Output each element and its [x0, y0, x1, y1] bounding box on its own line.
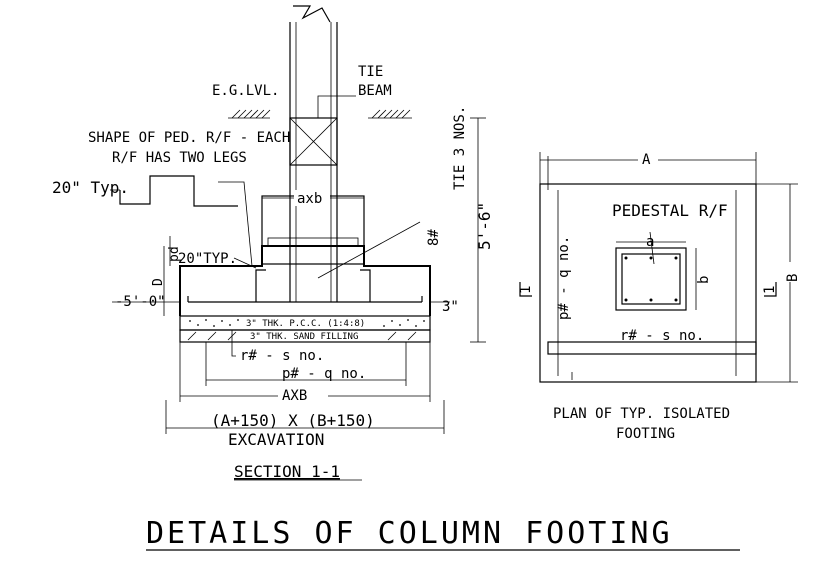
tie-beam-box	[289, 117, 338, 166]
plan-a-small: a	[646, 234, 654, 250]
section-caption: SECTION 1-1	[234, 462, 340, 481]
pd-label: pd	[167, 246, 182, 262]
shape-note-line2: R/F HAS TWO LEGS	[112, 150, 247, 166]
break-symbol	[293, 5, 331, 23]
eg-level-label: E.G.LVL.	[212, 83, 279, 99]
plan-bottom-bar	[547, 341, 757, 355]
ground-hatch-right	[368, 109, 412, 119]
r-bars-label: r# - s no.	[240, 348, 324, 364]
ground-hatch-left	[228, 109, 271, 119]
plan-dim-a: A	[642, 152, 651, 168]
tie-note-label: TIE 3 NOS.	[452, 106, 468, 190]
dim-3-label: 3"	[442, 299, 459, 315]
excavation-label: EXCAVATION	[228, 430, 324, 449]
footing-outline	[179, 245, 431, 316]
plan-caption-line1: PLAN OF TYP. ISOLATED	[553, 406, 730, 422]
plan-pedestal-outer	[615, 247, 687, 311]
typ-20b-label: 20"TYP.	[178, 251, 237, 267]
plan-pedestal-inner	[621, 253, 681, 305]
bar-8-label: 8#	[426, 229, 442, 246]
p-bars-label: p# - q no.	[282, 366, 366, 382]
plan-dim-b: B	[785, 274, 801, 282]
pedestal-label: PEDESTAL R/F	[612, 201, 728, 220]
plan-section-mark-right: 1	[762, 286, 778, 294]
footing-plan-outline	[539, 183, 757, 383]
depth-5-6-label: 5'-6"	[475, 202, 494, 250]
sand-label: 3" THK. SAND FILLING	[250, 332, 358, 342]
plan-section-mark-left: 1	[518, 286, 534, 294]
plan-b-small: b	[696, 276, 712, 284]
d-label: D	[151, 278, 166, 286]
tie-label: TIE	[358, 64, 383, 80]
pcc-stipple	[189, 319, 425, 327]
pedestal-stirrup	[267, 237, 359, 247]
plan-pedestal-bars	[624, 256, 678, 302]
pcc-label: 3" THK. P.C.C. (1:4:8)	[246, 319, 365, 329]
section-view: E.G.LVL. TIE BEAM SHAPE OF PED. R/F - EA…	[52, 5, 494, 481]
tie-beam-leader	[317, 95, 356, 118]
pedestal-dim-label: axb	[297, 191, 322, 207]
sand-layer	[179, 329, 431, 343]
rebar-hook-shape	[119, 175, 238, 207]
beam-label: BEAM	[358, 83, 392, 99]
plan-r-bars-label: r# - s no.	[620, 328, 704, 344]
excavation-dim-label: (A+150) X (B+150)	[211, 411, 375, 430]
plan-view: A B p# - q no. r# - s no. a PEDESTAL R/F…	[518, 150, 801, 442]
shape-note-line1: SHAPE OF PED. R/F - EACH	[88, 130, 290, 146]
drawing-title: DETAILS OF COLUMN FOOTING	[146, 516, 673, 551]
axb-big-label: AXB	[282, 388, 307, 404]
typ-20-label: 20" Typ.	[52, 178, 129, 197]
plan-p-bars-label: p# - q no.	[556, 236, 572, 320]
plan-caption-line2: FOOTING	[616, 426, 675, 442]
